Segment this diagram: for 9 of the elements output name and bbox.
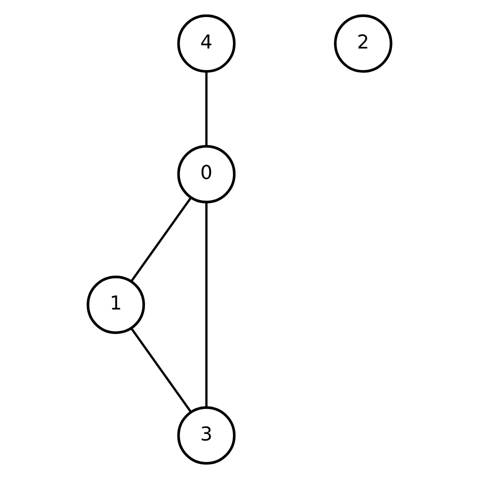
connector: [205, 202, 208, 408]
node-circle: 1: [86, 276, 146, 334]
connector: [205, 72, 208, 146]
connector: [130, 327, 192, 412]
node-circle: 4: [177, 14, 236, 73]
node-circle: 0: [177, 145, 236, 204]
connector: [130, 196, 192, 282]
node-circle: 3: [177, 406, 236, 465]
node-circle: 2: [334, 14, 392, 73]
